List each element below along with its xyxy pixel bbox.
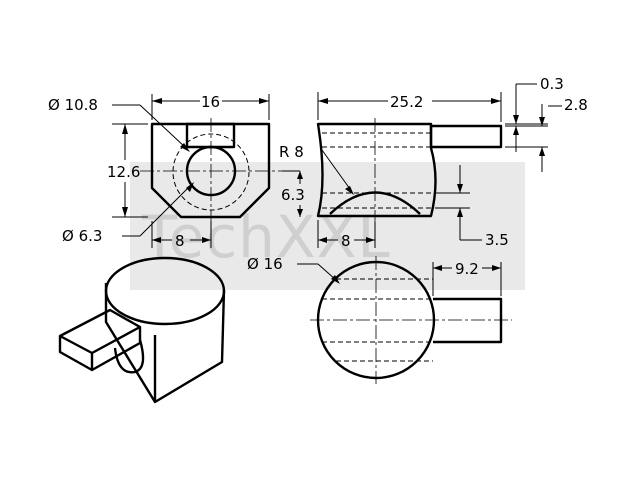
isometric-view — [58, 256, 226, 404]
side-outline — [316, 122, 437, 218]
top-dimensions: Ø 16 9.2 — [247, 255, 502, 296]
dim-front-small-hole-dia: Ø 6.3 — [62, 227, 102, 245]
dim-side-offset-half: 8 — [341, 232, 351, 250]
side-view — [316, 118, 503, 222]
dim-side-tab-thickness: 2.8 — [564, 96, 588, 114]
side-dimensions: 25.2 0.3 2.8 R 8 8 — [279, 75, 588, 250]
dim-side-length: 25.2 — [390, 93, 423, 111]
front-top-slot — [185, 122, 236, 149]
watermark-band — [130, 162, 525, 290]
front-dimensions: 16 Ø 10.8 12.6 6.3 Ø 6.3 8 — [48, 93, 305, 250]
dim-front-offset-half: 8 — [175, 232, 185, 250]
iso-body-side — [104, 283, 226, 404]
iso-tab — [58, 308, 142, 372]
side-tab — [429, 124, 503, 149]
dim-side-gap: 0.3 — [540, 75, 564, 93]
dim-top-tab-length: 9.2 — [455, 260, 479, 278]
iso-hole — [113, 339, 145, 374]
dim-top-dia: Ø 16 — [247, 255, 283, 273]
dim-side-depth: 3.5 — [485, 231, 509, 249]
front-view — [140, 118, 282, 235]
dim-front-width: 16 — [201, 93, 220, 111]
dim-front-height: 12.6 — [107, 163, 140, 181]
dim-front-hole-dia: Ø 10.8 — [48, 96, 98, 114]
top-view — [310, 256, 512, 384]
dim-front-center-height: 6.3 — [281, 186, 305, 204]
watermark: TechXXL — [130, 162, 525, 290]
iso-top-face — [104, 256, 226, 326]
front-outline — [150, 122, 271, 219]
top-tab — [433, 297, 503, 344]
dim-side-radius: R 8 — [279, 143, 304, 161]
